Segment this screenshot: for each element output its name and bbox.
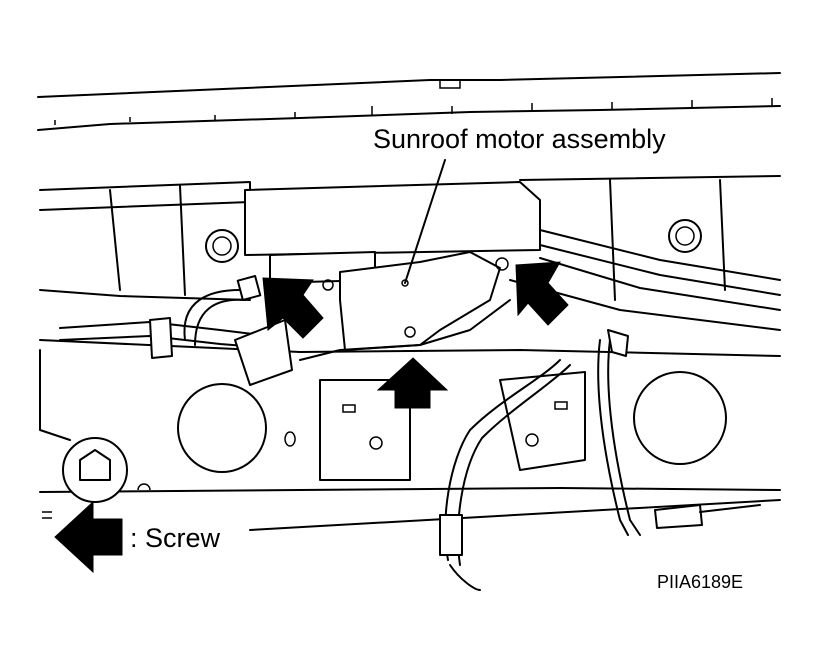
roof-panel — [37, 72, 781, 131]
left-arrow-icon — [54, 500, 123, 574]
motor-callout: Sunroof motor assembly — [373, 124, 666, 284]
motor-callout-label: Sunroof motor assembly — [373, 124, 666, 154]
roof-frame — [39, 175, 781, 441]
lower-panel — [39, 371, 781, 531]
arrow-icon — [515, 261, 569, 326]
arrow-icon — [376, 357, 449, 409]
wiring-harness — [59, 229, 781, 591]
legend-label: : Screw — [130, 523, 221, 553]
motor-assembly — [244, 181, 541, 361]
legend: : Screw — [42, 500, 221, 574]
arrow-icon — [262, 277, 324, 339]
screw-arrows — [262, 261, 569, 409]
figure-code: PIIA6189E — [657, 572, 743, 592]
